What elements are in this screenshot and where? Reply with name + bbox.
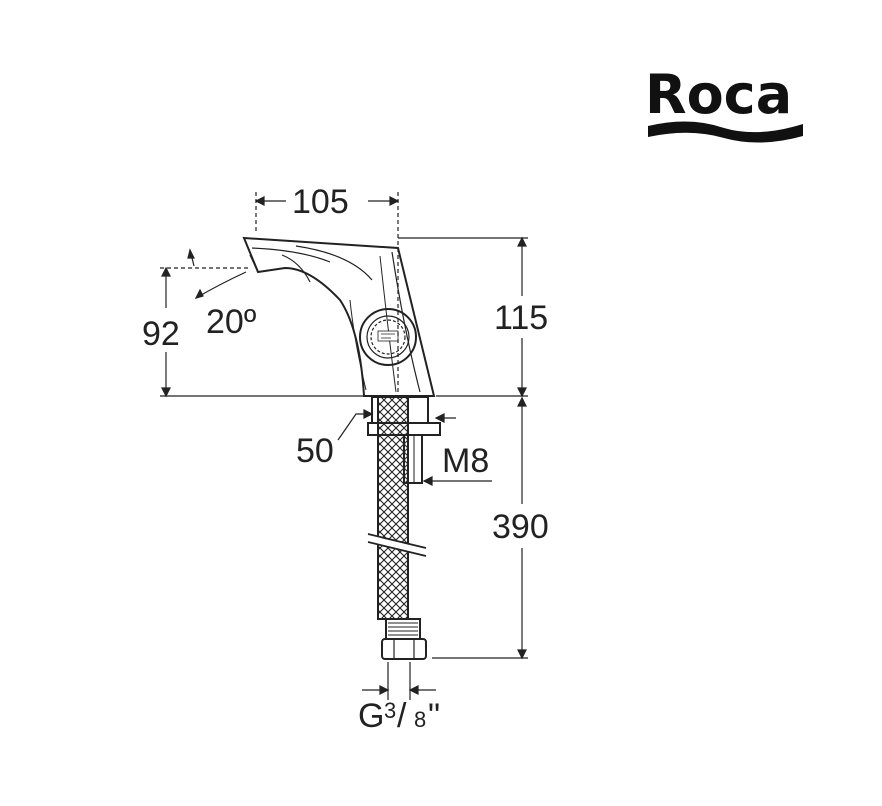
thread-separator: / (397, 697, 407, 735)
thread-numerator: 3 (384, 698, 396, 723)
logo-wave (648, 121, 803, 143)
thread-prefix: G (358, 697, 384, 735)
dimension-lines (160, 192, 528, 700)
thread-denominator: 8 (414, 707, 426, 732)
dimension-115: 115 (494, 299, 548, 337)
flexible-hose (367, 396, 427, 660)
dimension-390: 390 (492, 508, 549, 546)
faucet-body (242, 236, 436, 397)
dimension-105: 105 (292, 183, 349, 221)
dimension-20-degrees: 20º (206, 303, 256, 341)
logo-wordmark: Roca (645, 63, 792, 126)
dimension-50: 50 (296, 432, 334, 470)
dimension-g-thread: G 3 / 8 " (358, 697, 440, 735)
brand-logo: Roca (645, 63, 803, 143)
lever-ring (359, 308, 417, 366)
dimension-m8: M8 (442, 442, 489, 480)
thread-suffix: " (428, 697, 440, 735)
dimension-92: 92 (142, 315, 180, 353)
